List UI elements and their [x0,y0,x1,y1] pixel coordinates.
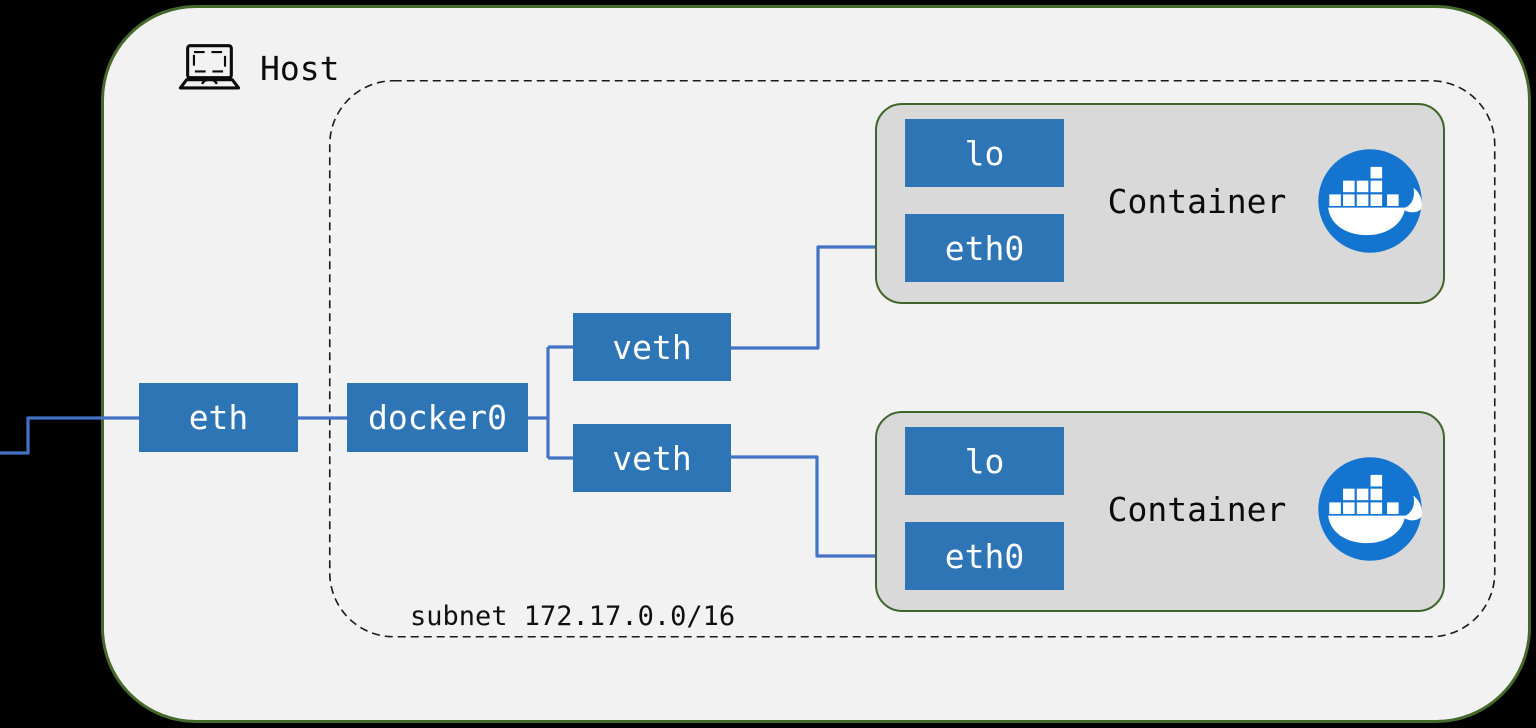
container1-lo-box: lo [905,119,1064,187]
node-docker0-label: docker0 [367,398,508,437]
node-veth-top: veth [573,313,731,381]
container2-eth0-label: eth0 [944,536,1025,576]
container-box-1: lo eth0 Container [875,103,1445,304]
node-veth-bottom: veth [573,424,731,492]
laptop-icon [178,44,241,90]
container1-label: Container [1107,182,1287,221]
container1-eth0-label: eth0 [944,228,1025,268]
subnet-label: subnet 172.17.0.0/16 [410,601,736,632]
node-docker0: docker0 [347,383,528,452]
host-label: Host [260,49,340,88]
container1-eth0-box: eth0 [905,214,1064,282]
container2-label: Container [1107,490,1287,529]
node-eth: eth [139,383,298,452]
container2-lo-box: lo [905,427,1064,495]
node-eth-label: eth [188,398,249,437]
docker-whale-icon [1318,457,1422,561]
host-header: Host [176,42,339,96]
container-box-2: lo eth0 Container [875,411,1445,612]
container2-eth0-box: eth0 [905,522,1064,590]
docker-whale-icon [1318,149,1422,253]
node-veth-top-label: veth [612,327,692,367]
container2-lo-label: lo [964,441,1005,481]
container1-lo-label: lo [964,133,1005,173]
node-veth-bottom-label: veth [612,438,692,478]
